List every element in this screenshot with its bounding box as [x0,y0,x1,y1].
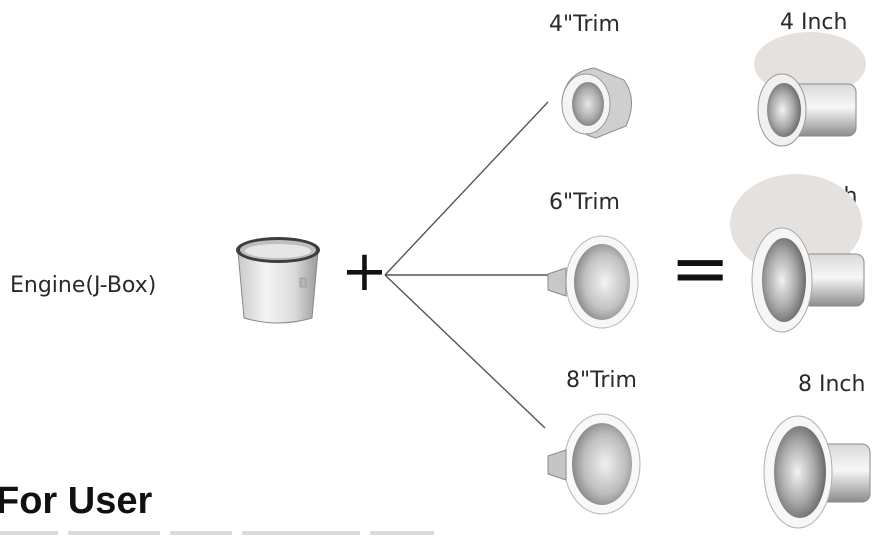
assembly-label-8: 8 Inch [798,372,866,397]
6-inch-trim-icon [547,235,639,329]
engine-label: Engine(J-Box) [10,273,157,298]
plus-sign: + [341,239,388,304]
6-inch-downlight-icon [730,174,865,333]
connector-line-8-inch [384,274,546,429]
faint-text-line [0,531,434,535]
trim-label-6: 6"Trim [549,190,620,215]
connector-line-4-inch [384,101,549,276]
4-inch-trim-icon [561,67,632,139]
4-inch-downlight-icon [754,32,866,147]
assembly-label-4: 4 Inch [780,10,848,35]
8-inch-trim-icon [547,413,641,515]
section-heading: For User [0,480,153,522]
equals-sign: = [670,226,731,310]
8-inch-downlight-icon [763,415,871,529]
junction-box-can-icon [236,237,320,324]
trim-label-8: 8"Trim [566,368,637,393]
trim-label-4: 4"Trim [549,12,620,37]
